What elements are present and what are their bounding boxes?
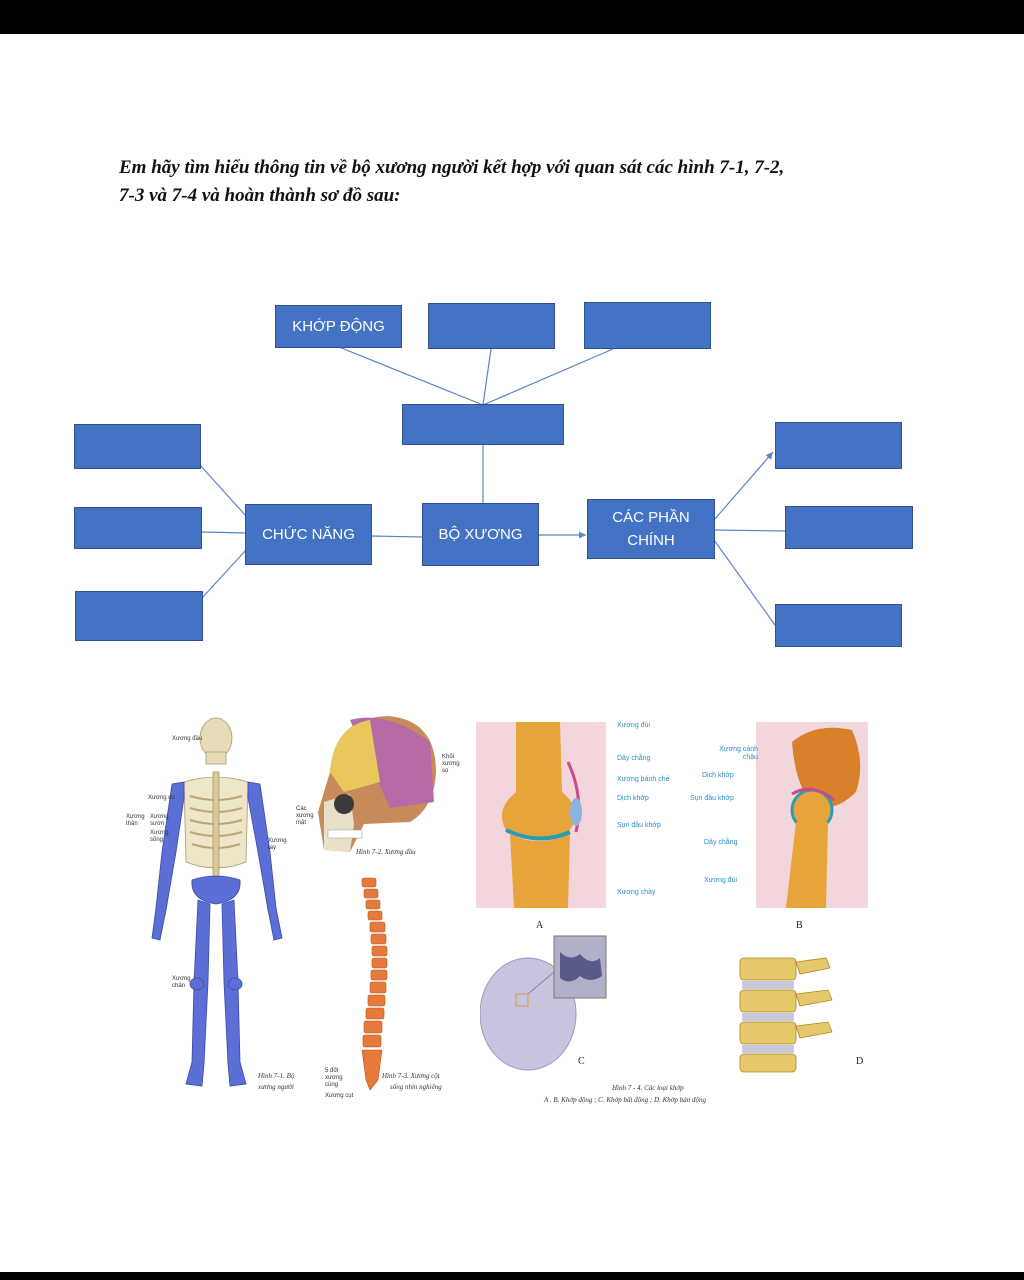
- blank-function-box-2[interactable]: [74, 507, 202, 549]
- instruction-text: Em hãy tìm hiểu thông tin về bộ xương ng…: [119, 154, 919, 210]
- label-arm-bones: Xương tay: [268, 838, 287, 851]
- blank-part-box-3[interactable]: [775, 604, 902, 647]
- label-face-bones: Các xương mặt: [296, 806, 314, 826]
- fig71-caption-2: xương người: [258, 1083, 294, 1091]
- skeleton-illustration: [151, 717, 283, 1087]
- letter-b: B: [796, 920, 803, 931]
- functions-box: CHỨC NĂNG: [245, 504, 372, 565]
- fig74-caption-1: Hình 7 - 4. Các loại khớp: [612, 1084, 684, 1092]
- label-trunk-bones: Xương thân: [126, 814, 145, 827]
- label-fluid-b: Dịch khớp: [702, 772, 734, 779]
- label-leg-bones: Xương chân: [172, 976, 191, 989]
- blank-joint-type-box[interactable]: [402, 404, 564, 445]
- joint-moving-box: KHỚP ĐỘNG: [275, 305, 402, 348]
- fig73-caption-2: sống nhìn nghiêng: [390, 1083, 442, 1091]
- skull-illustration: [318, 716, 436, 852]
- blank-joint-box-2[interactable]: [428, 303, 555, 349]
- main-parts-box: CÁC PHẦN CHÍNH: [587, 499, 715, 559]
- blank-function-box-1[interactable]: [74, 424, 201, 469]
- label-skull-bone: Xương đầu: [172, 736, 203, 742]
- label-femur-a: Xương đùi: [617, 722, 651, 729]
- label-cartilage-b: Sụn đầu khớp: [690, 795, 734, 802]
- joint-moving-label: KHỚP ĐỘNG: [292, 318, 385, 335]
- letter-d: D: [856, 1056, 864, 1067]
- label-sacral: 5 đốt xương cùng: [325, 1068, 343, 1088]
- fig74-caption-2: A . B. Khớp động ; C. Khớp bất động ; D.…: [544, 1096, 706, 1104]
- label-coccyx: Xương cụt: [325, 1093, 354, 1099]
- anatomy-figures: Xương đầu Xương ức Xương thân Xương sườn…: [120, 706, 875, 1116]
- hip-joint-illustration: [756, 722, 868, 908]
- functions-label: CHỨC NĂNG: [262, 526, 355, 543]
- label-tibia: Xương chày: [617, 889, 656, 896]
- instruction-line-2: 7-3 và 7-4 và hoàn thành sơ đồ sau:: [119, 185, 401, 206]
- instruction-line-1: Em hãy tìm hiểu thông tin về bộ xương ng…: [119, 157, 785, 178]
- main-parts-label-1: CÁC PHẦN: [612, 509, 690, 526]
- blank-joint-box-3[interactable]: [584, 302, 711, 349]
- top-black-bar: [0, 0, 1024, 34]
- fig72-caption: Hình 7-2. Xương đầu: [356, 848, 416, 856]
- fig73-caption-1: Hình 7-3. Xương cột: [382, 1072, 440, 1080]
- label-hip-bone: Xương cánh chậu: [719, 746, 758, 761]
- spine-illustration: [361, 877, 388, 1091]
- fig71-caption-1: Hình 7-1. Bộ: [258, 1072, 295, 1080]
- letter-a: A: [536, 920, 544, 931]
- label-ligament-a: Dây chằng: [617, 755, 651, 762]
- knee-joint-illustration: [476, 722, 606, 908]
- label-patella: Xương bánh chè: [617, 776, 670, 783]
- blank-part-box-1[interactable]: [775, 422, 902, 469]
- label-rib: Xương sườn: [150, 814, 169, 827]
- main-parts-label-2: CHÍNH: [627, 532, 675, 549]
- skeleton-center-box: BỘ XƯƠNG: [422, 503, 539, 566]
- blank-part-box-2[interactable]: [785, 506, 913, 549]
- vertebrae-joint-illustration: [739, 957, 833, 1073]
- connector-lines: [199, 346, 786, 626]
- label-fluid-a: Dịch khớp: [617, 795, 649, 802]
- label-cranium: Khối xương sọ: [442, 754, 460, 774]
- label-cartilage-a: Sụn đầu khớp: [617, 822, 661, 829]
- blank-function-box-3[interactable]: [75, 591, 203, 641]
- label-ligament-b: Dây chằng: [704, 839, 738, 846]
- label-spine: Xương sống: [150, 830, 169, 843]
- bottom-black-bar: [0, 1272, 1024, 1280]
- label-sternum: Xương ức: [148, 795, 176, 801]
- letter-c: C: [578, 1056, 585, 1067]
- concept-map: KHỚP ĐỘNG CHỨC NĂNG BỘ XƯƠNG CÁC PHẦN CH…: [74, 302, 913, 647]
- skull-suture-illustration: [480, 935, 607, 1071]
- skeleton-center-label: BỘ XƯƠNG: [438, 526, 523, 543]
- label-femur-b: Xương đùi: [704, 877, 738, 884]
